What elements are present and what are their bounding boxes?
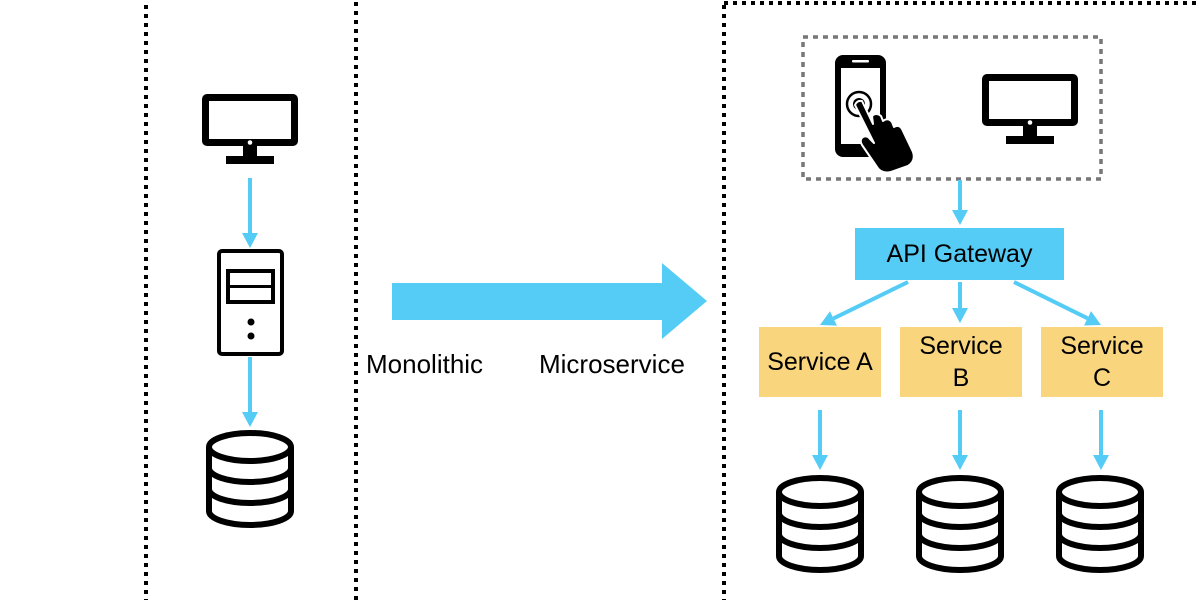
- service-a-line1: Service A: [767, 347, 873, 376]
- database-icon: [1059, 478, 1141, 570]
- service-c-to-db-arrow: [1093, 410, 1109, 470]
- database-icon: [919, 478, 1001, 570]
- server-tower-icon: [217, 249, 284, 356]
- service-b-to-db-arrow: [952, 410, 968, 470]
- api-gateway-box: [855, 228, 1064, 280]
- service-b-line1: Service: [919, 331, 1003, 360]
- service-c-box: [1041, 327, 1163, 397]
- monolithic-label: Monolithic: [366, 349, 484, 379]
- connector-arrows: [242, 178, 1109, 470]
- gateway-to-service-b-arrow: [952, 282, 968, 323]
- monitor-icon: [202, 94, 298, 164]
- service-c-line1: Service: [1060, 331, 1144, 360]
- transition-arrow: [392, 263, 707, 339]
- database-icon: [779, 478, 861, 570]
- gateway-to-service-c-arrow: [1013, 280, 1101, 326]
- database-icon: [209, 433, 291, 525]
- service-c-line2: C: [1092, 364, 1112, 392]
- monolith-client-to-server-arrow: [242, 178, 258, 248]
- smartphone-touch-icon: [835, 55, 915, 174]
- service-b-line2: B: [952, 364, 970, 392]
- api-gateway-label: API Gateway: [886, 239, 1033, 268]
- clients-to-gateway-arrow: [952, 180, 968, 225]
- service-b-box: [900, 327, 1022, 397]
- monitor-icon: [982, 74, 1078, 144]
- microservice-container: [722, 1, 1200, 600]
- microservice-label: Microservice: [539, 349, 685, 379]
- monolithic-container: [144, 0, 358, 600]
- service-a-label: Service A: [759, 327, 881, 397]
- monolith-server-to-db-arrow: [242, 357, 258, 427]
- service-a-box: [759, 327, 881, 397]
- gateway-to-service-a-arrow: [820, 280, 909, 326]
- service-a-to-db-arrow: [812, 410, 828, 470]
